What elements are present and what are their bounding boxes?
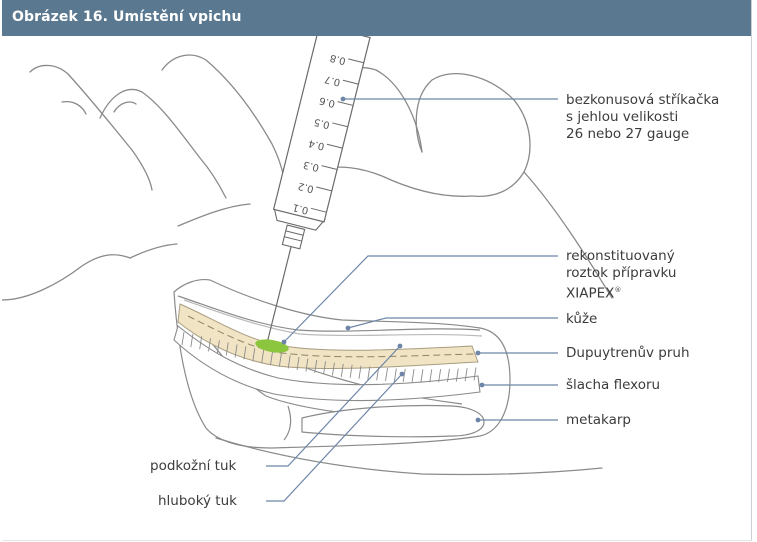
label-syringe: bezkonusová stříkačka s jehlou velikosti… bbox=[566, 92, 719, 143]
label-subcutaneous-fat: podkožní tuk bbox=[150, 458, 236, 475]
label-skin: kůže bbox=[566, 311, 597, 328]
label-solution-line2: roztok přípravku bbox=[566, 265, 676, 282]
label-syringe-line3: 26 nebo 27 gauge bbox=[566, 126, 719, 143]
label-solution-line3: XIAPEX bbox=[566, 286, 614, 302]
label-solution-line1: rekonstituovaný bbox=[566, 248, 676, 265]
figure-title: Obrázek 16. Umístění vpichu bbox=[12, 9, 242, 25]
tendon-segment bbox=[421, 369, 423, 382]
label-metacarpal: metakarp bbox=[566, 412, 631, 429]
little-finger-outline bbox=[416, 74, 530, 197]
thumb-outline bbox=[30, 65, 152, 190]
label-dupuytren-cord: Dupuytrenův pruh bbox=[566, 345, 690, 362]
hand-outline bbox=[2, 255, 130, 300]
registered-mark: ® bbox=[614, 286, 621, 294]
label-flexor-tendon: šlacha flexoru bbox=[566, 377, 660, 394]
tendon-segment bbox=[386, 368, 388, 381]
label-deep-fat: hluboký tuk bbox=[158, 493, 237, 510]
label-syringe-line2: s jehlou velikosti bbox=[566, 109, 719, 126]
tendon-segment bbox=[430, 369, 432, 382]
tendon-segment bbox=[412, 369, 414, 382]
tendon-segment bbox=[368, 367, 370, 380]
label-syringe-line1: bezkonusová stříkačka bbox=[566, 92, 719, 109]
figure-header: Obrázek 16. Umístění vpichu bbox=[2, 0, 751, 36]
label-solution: rekonstituovaný roztok přípravku XIAPEX® bbox=[566, 248, 676, 303]
syringe: 0.10.20.30.40.50.60.70.8 bbox=[243, 36, 370, 346]
